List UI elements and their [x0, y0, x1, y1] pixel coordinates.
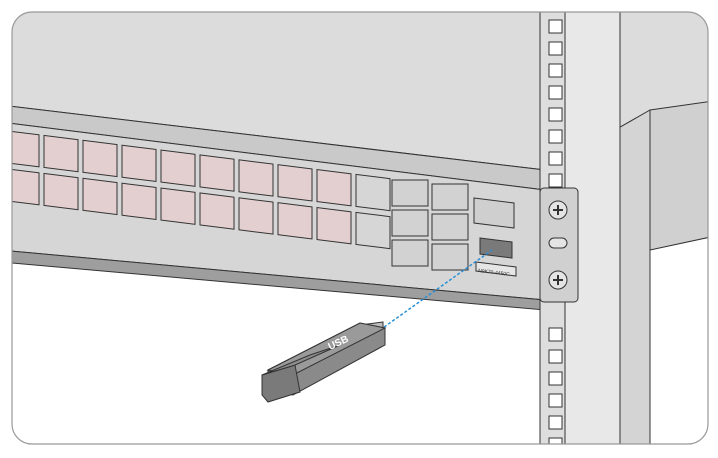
rail-hole — [548, 415, 563, 430]
insertion-guide-line — [379, 249, 493, 331]
rail-hole — [548, 85, 563, 100]
rail-hole — [548, 371, 563, 386]
ear-slot — [548, 237, 568, 249]
port-cage — [199, 192, 235, 230]
port-cage — [238, 159, 274, 197]
rail-hole — [548, 63, 563, 78]
uplink-port — [431, 213, 469, 241]
rail-holes — [548, 19, 563, 444]
screw-cross — [553, 275, 563, 285]
rail-hole — [548, 151, 563, 166]
port-cage — [355, 211, 391, 250]
port-cage — [43, 172, 79, 211]
rj45-console-port — [473, 197, 515, 229]
usb-port — [479, 237, 513, 259]
rail-hole — [548, 173, 563, 188]
port-group — [12, 130, 469, 271]
uplink-port — [391, 209, 429, 237]
port-cage — [82, 139, 118, 178]
port-cage — [82, 177, 118, 216]
frame-border — [11, 11, 709, 445]
port-cage — [316, 206, 352, 245]
rail-hole — [548, 129, 563, 144]
port-cage — [277, 202, 313, 240]
port-label: N9K70-4450C — [478, 268, 511, 278]
rail-hole — [548, 41, 563, 56]
port-cage — [238, 197, 274, 235]
switch-side — [649, 99, 708, 251]
port-cage — [160, 187, 196, 225]
port-cage — [160, 149, 196, 187]
port-cage — [199, 154, 235, 192]
uplink-port — [391, 179, 429, 207]
rail-hole — [548, 437, 563, 444]
port-cage — [12, 130, 40, 168]
rail-hole — [548, 327, 563, 342]
port-cage — [43, 134, 79, 173]
port-label-plate — [475, 261, 517, 277]
screw-cross — [553, 205, 563, 215]
uplink-port — [431, 243, 469, 271]
port-cage — [277, 164, 313, 202]
uplink-port — [431, 183, 469, 211]
port-cage — [121, 182, 157, 221]
rail-hole — [548, 393, 563, 408]
port-cage — [121, 144, 157, 183]
rail-hole — [548, 349, 563, 364]
rail-hole — [548, 107, 563, 122]
usb-drive: USB — [261, 321, 387, 403]
port-cage — [355, 173, 391, 212]
rail-hole — [548, 19, 563, 34]
uplink-port — [391, 239, 429, 267]
port-cage — [316, 168, 352, 207]
port-cage — [12, 168, 40, 206]
